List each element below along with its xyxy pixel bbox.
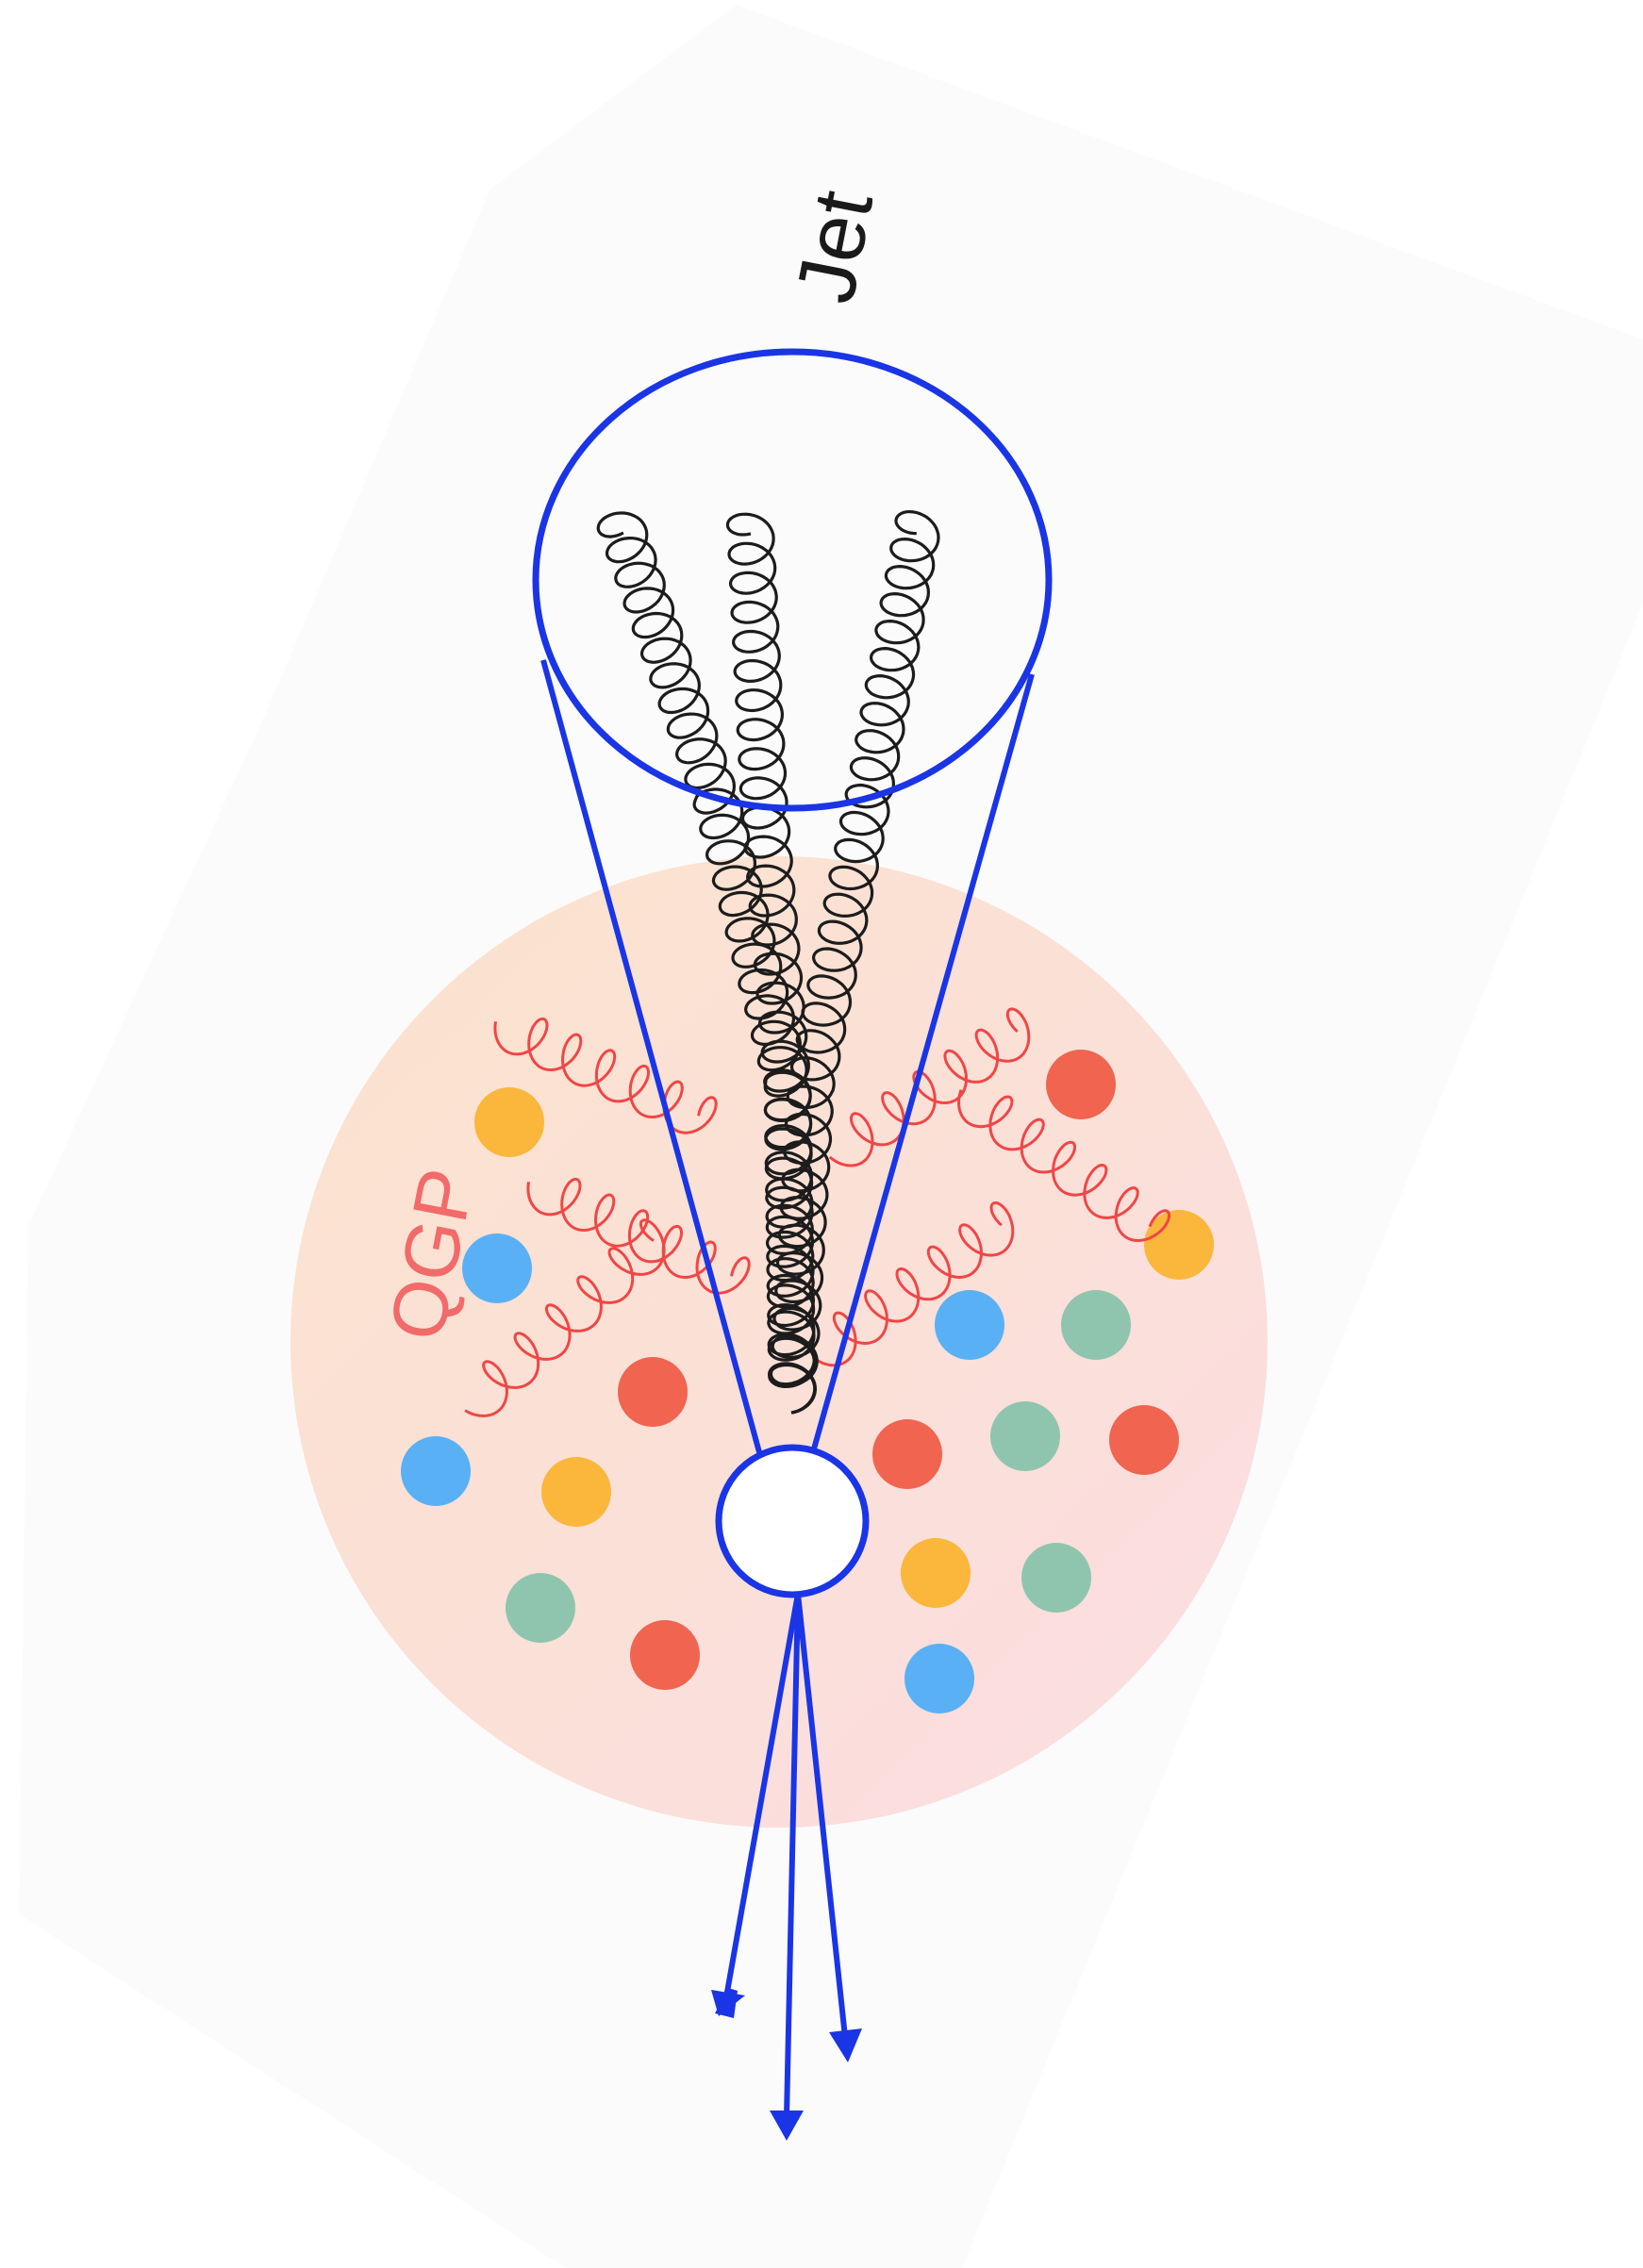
- particle-orange: [1144, 1210, 1214, 1280]
- particle-green: [990, 1401, 1060, 1471]
- particle-blue: [401, 1436, 471, 1506]
- particle-green: [506, 1573, 575, 1643]
- particle-red: [872, 1419, 942, 1489]
- particle-green: [1021, 1543, 1091, 1613]
- particle-blue: [462, 1233, 532, 1303]
- particle-orange: [901, 1538, 971, 1608]
- particle-red: [1109, 1405, 1179, 1475]
- particle-red: [630, 1620, 700, 1690]
- particle-blue: [935, 1290, 1004, 1360]
- particle-green: [1061, 1290, 1131, 1360]
- particle-red: [1046, 1050, 1116, 1119]
- particle-orange: [474, 1087, 544, 1157]
- particle-orange: [541, 1457, 611, 1527]
- particle-blue: [904, 1644, 974, 1713]
- particle-red: [618, 1357, 688, 1427]
- hard-scattering-vertex: [719, 1448, 866, 1595]
